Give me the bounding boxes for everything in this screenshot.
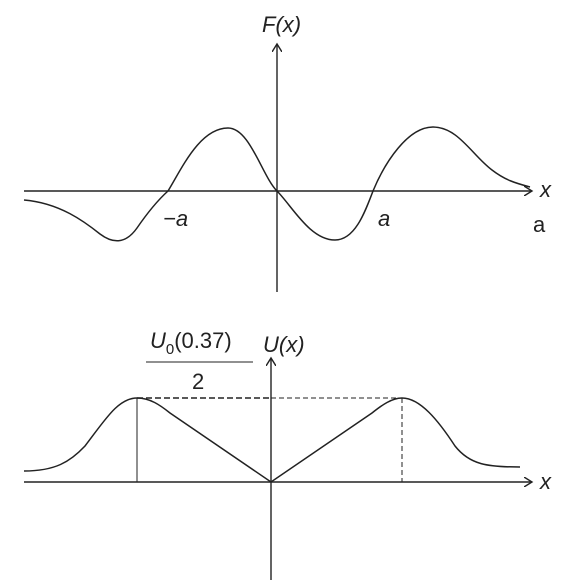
tick-label-neg-a: −a [163,206,188,231]
potential-y-axis-label: U(x) [263,332,305,357]
panel-tag: a [533,212,546,237]
force-curve [23,126,531,242]
potential-x-axis-label: x [539,469,552,494]
level-numerator-main: U [150,328,166,353]
force-plot: F(x) x −a a a [23,12,552,292]
level-fraction-numerator: U0(0.37) [150,328,232,358]
tick-label-pos-a: a [378,206,390,231]
potential-plot: U0(0.37) 2 U(x) x [23,328,552,580]
level-numerator-sub: 0 [166,341,174,358]
level-fraction-denominator: 2 [192,369,204,394]
level-numerator-rest: (0.37) [174,328,231,353]
potential-curve [23,397,521,483]
force-x-axis-label: x [539,177,552,202]
force-y-axis-label: F(x) [262,12,301,37]
